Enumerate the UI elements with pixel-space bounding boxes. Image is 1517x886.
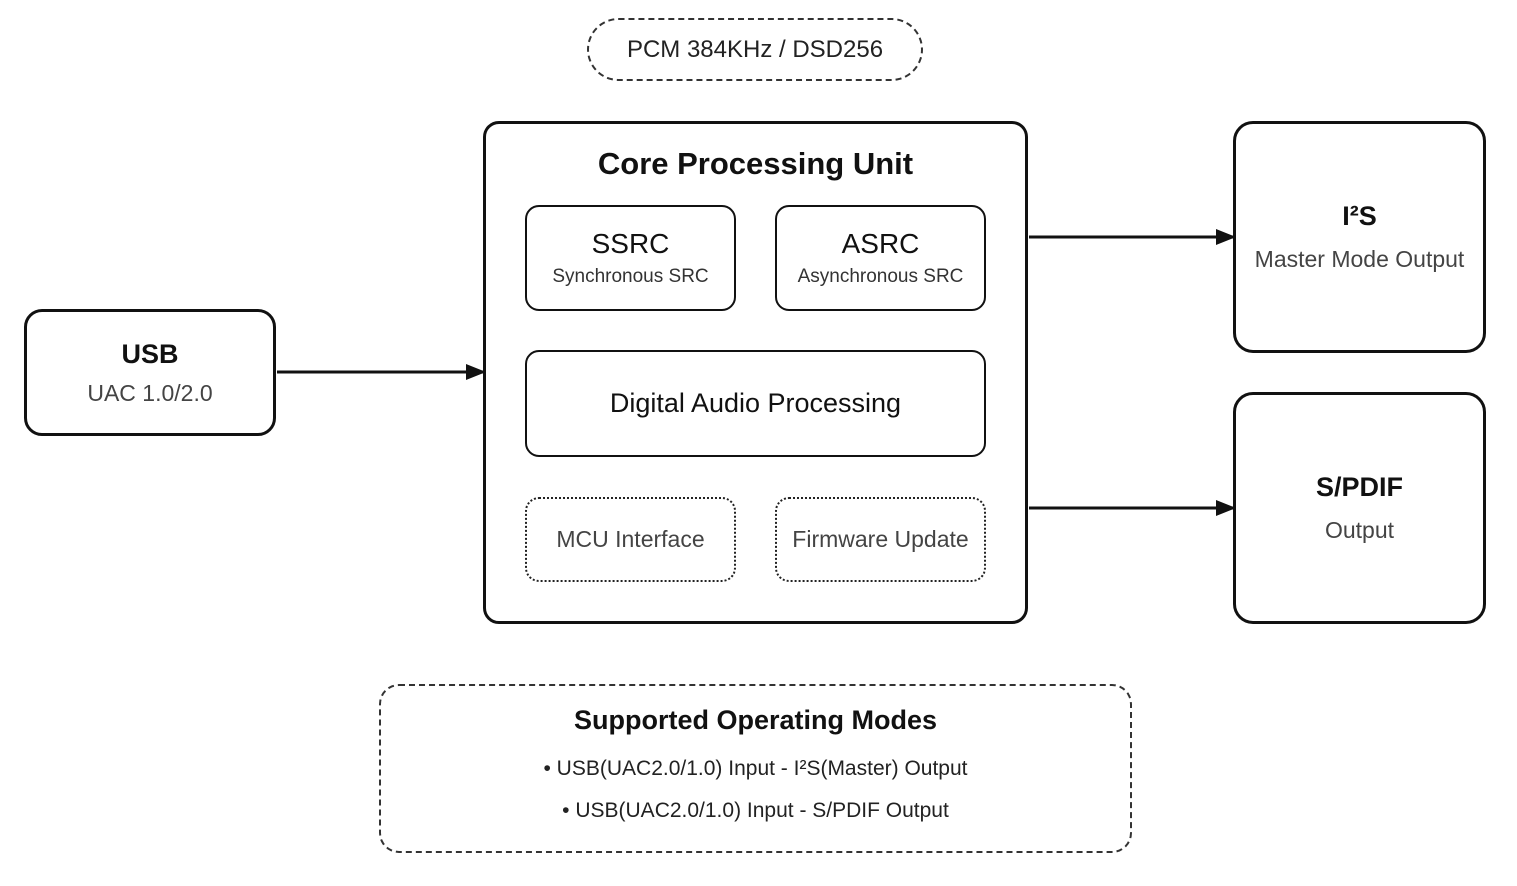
spdif-title: S/PDIF <box>1315 472 1403 502</box>
ssrc-title: SSRC <box>591 228 670 259</box>
firmware-update-block: Firmware Update <box>775 497 986 582</box>
ssrc-subtitle: Synchronous SRC <box>552 266 709 287</box>
usb-input-block: USB UAC 1.0/2.0 <box>24 309 276 436</box>
mode-item: • USB(UAC2.0/1.0) Input - I²S(Master) Ou… <box>543 757 968 780</box>
sample-rate-label: PCM 384KHz / DSD256 <box>626 35 884 63</box>
spdif-subtitle: Output <box>1324 517 1395 543</box>
mcu-interface-block: MCU Interface <box>525 497 736 582</box>
sample-rate-badge: PCM 384KHz / DSD256 <box>587 18 923 81</box>
mcu-label: MCU Interface <box>556 526 705 552</box>
asrc-block: ASRC Asynchronous SRC <box>775 205 986 311</box>
usb-title: USB <box>121 338 179 369</box>
spdif-output-block: S/PDIF Output <box>1233 392 1486 624</box>
digital-audio-processing-block: Digital Audio Processing <box>525 350 986 457</box>
mode-item: • USB(UAC2.0/1.0) Input - S/PDIF Output <box>562 799 949 822</box>
modes-title: Supported Operating Modes <box>573 705 937 735</box>
ssrc-block: SSRC Synchronous SRC <box>525 205 736 311</box>
i2s-output-block: I²S Master Mode Output <box>1233 121 1486 353</box>
core-title: Core Processing Unit <box>597 146 914 181</box>
usb-subtitle: UAC 1.0/2.0 <box>87 379 213 406</box>
i2s-title: I²S <box>1342 201 1377 231</box>
firmware-label: Firmware Update <box>792 526 969 552</box>
operating-modes-panel: Supported Operating Modes • USB(UAC2.0/1… <box>379 684 1132 853</box>
dap-label: Digital Audio Processing <box>609 388 902 418</box>
asrc-title: ASRC <box>841 228 920 259</box>
i2s-subtitle: Master Mode Output <box>1254 246 1465 272</box>
asrc-subtitle: Asynchronous SRC <box>797 266 964 287</box>
